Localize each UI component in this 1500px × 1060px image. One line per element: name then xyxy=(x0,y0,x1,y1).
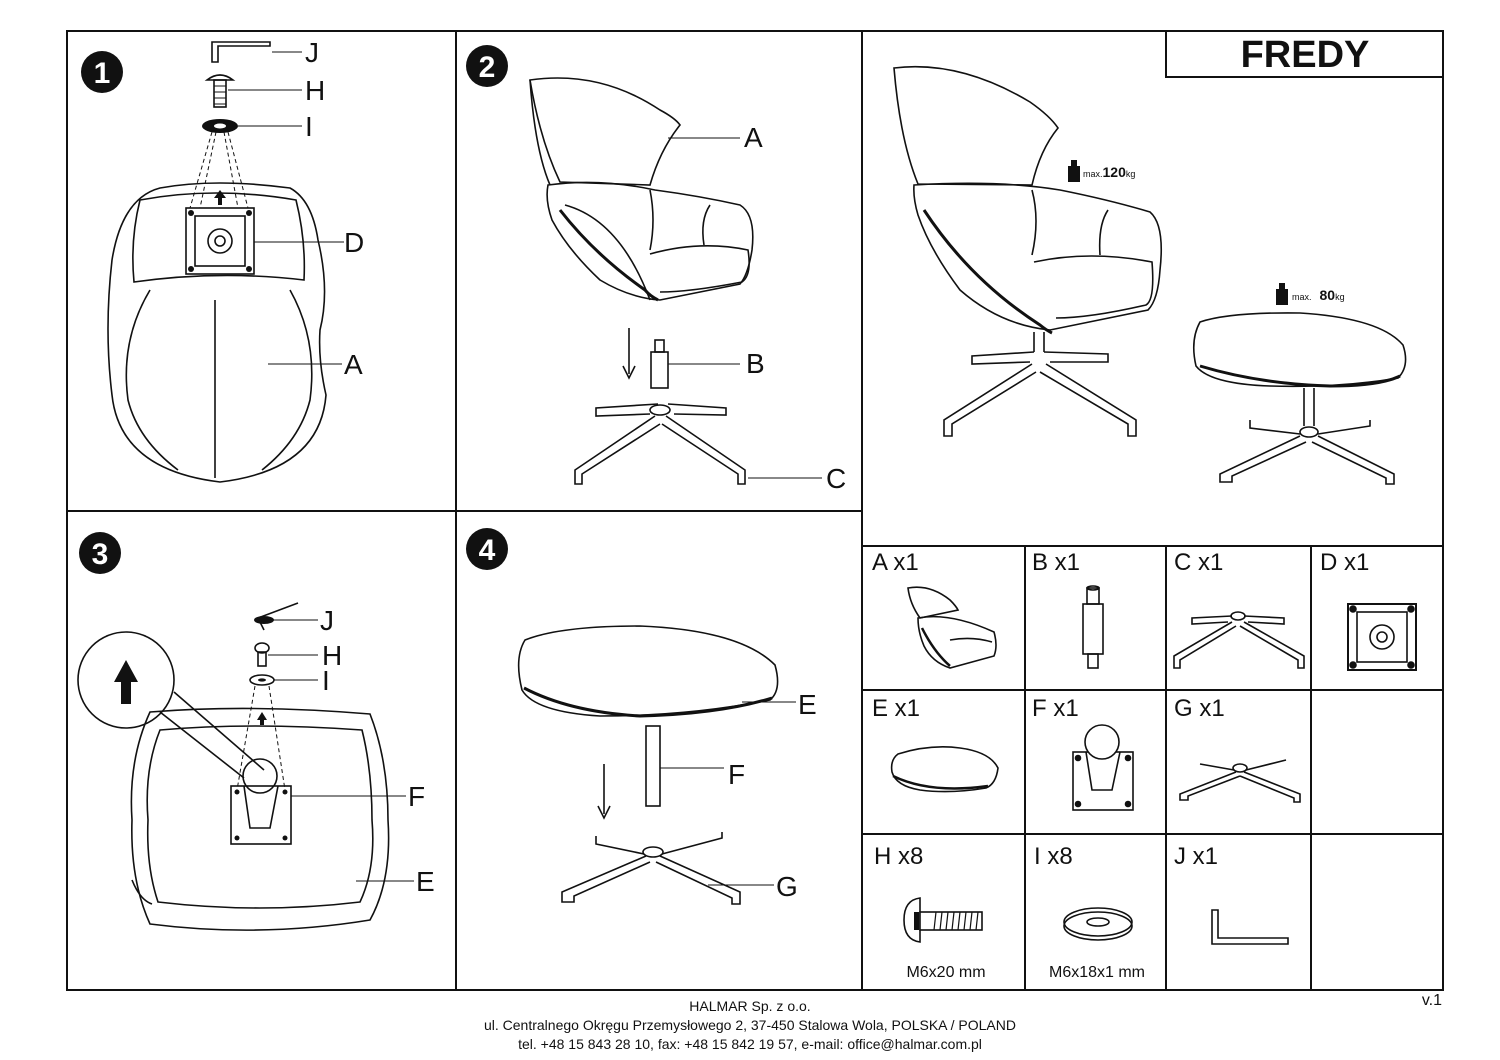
callout-e: E xyxy=(416,866,435,897)
callout-h: H xyxy=(322,640,342,671)
step-4-illustration xyxy=(517,625,796,905)
washer-icon xyxy=(1063,907,1133,941)
allen-key-icon xyxy=(1211,909,1289,945)
bolt-icon xyxy=(903,897,983,943)
ottoman-capacity: max.80kg xyxy=(1292,287,1345,303)
callout-a: A xyxy=(344,349,363,380)
footer-contact: tel. +48 15 843 28 10, fax: +48 15 842 1… xyxy=(518,1036,982,1052)
callout-c: C xyxy=(826,463,846,494)
chair-icon xyxy=(907,586,997,669)
callout-h: H xyxy=(305,75,325,106)
part-i-size: M6x18x1 mm xyxy=(1049,964,1145,981)
callout-f: F xyxy=(408,781,425,812)
callout-i: I xyxy=(322,665,330,696)
star-base-icon xyxy=(1173,611,1305,669)
magnifier-icon xyxy=(77,631,175,729)
allen-key-icon xyxy=(257,602,299,619)
callout-b: B xyxy=(746,348,765,379)
callout-j: J xyxy=(320,605,334,636)
part-e-label: E x1 xyxy=(872,695,920,722)
svg-text:4: 4 xyxy=(479,534,496,567)
bolt-icon xyxy=(204,74,236,81)
callout-i: I xyxy=(305,111,313,142)
svg-text:2: 2 xyxy=(479,51,496,84)
part-h-label: H x8 xyxy=(874,843,923,870)
part-i-label: I x8 xyxy=(1034,843,1073,870)
part-j-label: J x1 xyxy=(1174,843,1218,870)
callout-g: G xyxy=(776,871,798,902)
callout-j: J xyxy=(305,37,319,68)
part-d-label: D x1 xyxy=(1320,549,1369,576)
step-2-illustration xyxy=(529,77,822,485)
part-h-size: M6x20 mm xyxy=(906,964,985,981)
step-1-illustration xyxy=(107,41,344,483)
version-label: v.1 xyxy=(1421,992,1442,1009)
product-title: FREDY xyxy=(1241,34,1370,76)
part-f-label: F x1 xyxy=(1032,695,1079,722)
ottoman-cushion-icon xyxy=(890,746,999,793)
callout-a: A xyxy=(744,122,763,153)
parts-list: A x1 B x1 C x1 D x1 E x1 F x1 G x1 H x8 … xyxy=(872,549,1417,981)
callout-e: E xyxy=(798,689,817,720)
step-1-badge: 1 xyxy=(81,51,123,93)
callout-f: F xyxy=(728,759,745,790)
weight-icon xyxy=(1276,283,1288,305)
ottoman-base-icon xyxy=(1179,759,1301,803)
step-3-badge: 3 xyxy=(79,532,121,574)
frame xyxy=(66,30,1444,991)
svg-text:1: 1 xyxy=(94,57,111,90)
part-a-label: A x1 xyxy=(872,549,919,576)
part-g-label: G x1 xyxy=(1174,695,1225,722)
chair-capacity: max.120kg xyxy=(1083,164,1135,180)
ottoman-leg-icon xyxy=(645,725,661,807)
footer-address: ul. Centralnego Okręgu Przemysłowego 2, … xyxy=(483,1017,1016,1033)
svg-text:3: 3 xyxy=(92,538,109,571)
mounting-plate-icon xyxy=(1347,603,1417,671)
part-b-label: B x1 xyxy=(1032,549,1080,576)
mounting-plate-icon xyxy=(185,207,255,275)
step-4-badge: 4 xyxy=(466,528,508,570)
part-c-label: C x1 xyxy=(1174,549,1223,576)
callout-d: D xyxy=(344,227,364,258)
bolt-icon xyxy=(254,642,270,654)
step-3-illustration xyxy=(77,602,414,931)
arrow-up-icon xyxy=(114,660,138,704)
product-title-box: FREDY xyxy=(1165,30,1444,78)
gas-lift-icon xyxy=(654,339,665,353)
gas-lift-icon xyxy=(1082,585,1104,669)
leg-plate-icon xyxy=(230,785,292,845)
step-2-badge: 2 xyxy=(466,45,508,87)
leg-plate-icon xyxy=(1072,724,1134,811)
assembled-overview xyxy=(893,65,1407,485)
allen-key-icon xyxy=(211,41,271,63)
weight-icon xyxy=(1068,160,1080,182)
footer-company: HALMAR Sp. z o.o. xyxy=(689,998,811,1014)
